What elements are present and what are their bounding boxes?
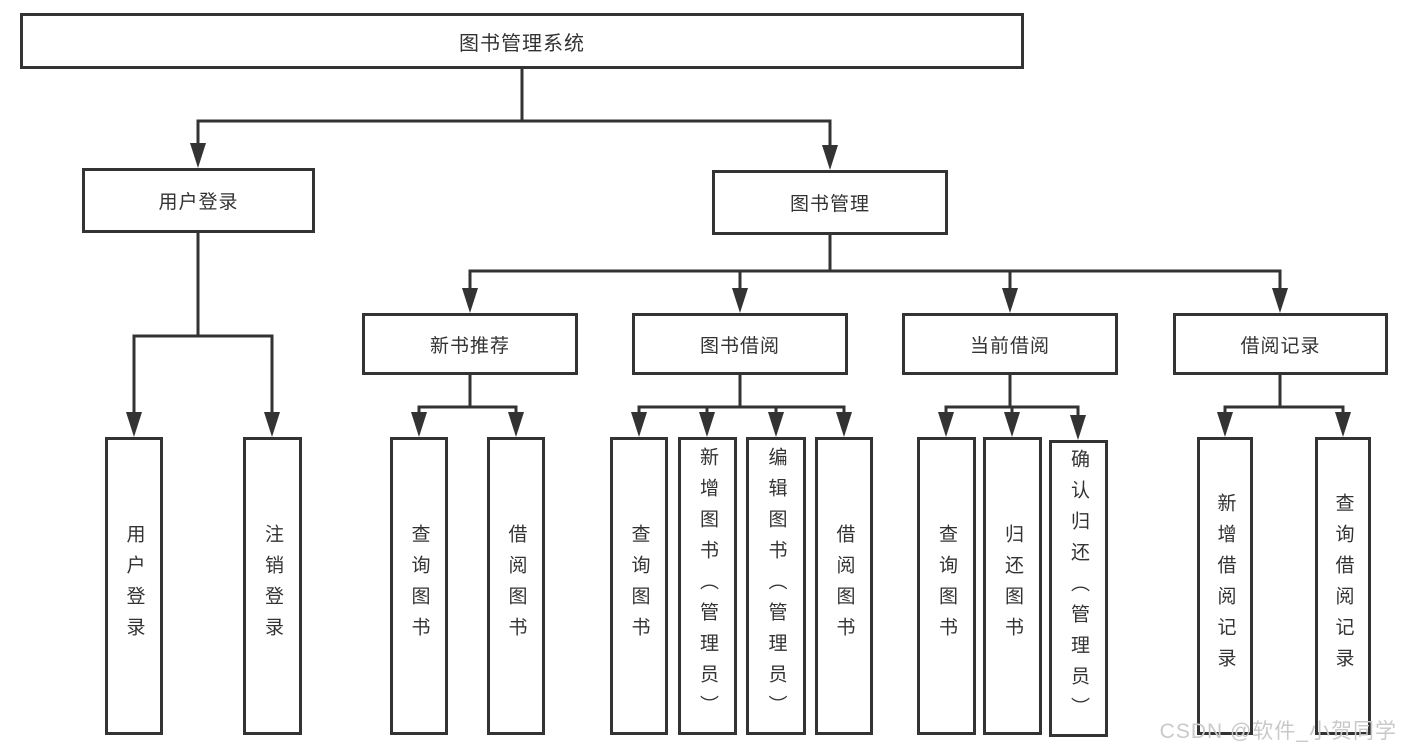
node-book-management: 图书管理: [712, 170, 948, 235]
leaf-query-books-recommend: 查询图书: [390, 437, 448, 735]
leaf-label: 用户登录: [123, 524, 145, 648]
leaf-edit-books-admin: 编辑图书（管理员）: [746, 437, 806, 735]
node-new-book-recommend: 新书推荐: [362, 313, 578, 375]
leaf-label: 查询图书: [628, 524, 650, 648]
leaf-logout: 注销登录: [243, 437, 302, 735]
leaf-borrow-books: 借阅图书: [815, 437, 873, 735]
node-user-login: 用户登录: [82, 168, 315, 233]
node-current-borrow: 当前借阅: [902, 313, 1118, 375]
csdn-watermark: CSDN @软件_小贺同学: [1159, 720, 1397, 743]
leaf-label: 编辑图书（管理员）: [765, 446, 787, 726]
leaf-label: 查询图书: [408, 524, 430, 648]
leaf-query-books-borrow: 查询图书: [610, 437, 668, 735]
leaf-add-borrow-record: 新增借阅记录: [1197, 437, 1253, 735]
leaf-query-borrow-record: 查询借阅记录: [1315, 437, 1371, 735]
leaf-query-books-current: 查询图书: [917, 437, 976, 735]
node-library-management-system: 图书管理系统: [20, 13, 1024, 69]
node-book-borrow: 图书借阅: [632, 313, 848, 375]
leaf-label: 注销登录: [262, 524, 283, 648]
leaf-borrow-books-recommend: 借阅图书: [487, 437, 545, 735]
leaf-label: 确认归还（管理员）: [1068, 449, 1089, 728]
leaf-confirm-return-admin: 确认归还（管理员）: [1049, 440, 1108, 737]
leaf-add-books-admin: 新增图书（管理员）: [678, 437, 737, 735]
leaf-label: 归还图书: [1002, 524, 1023, 648]
leaf-label: 新增图书（管理员）: [697, 446, 718, 726]
leaf-label: 查询图书: [936, 524, 957, 648]
node-borrow-records: 借阅记录: [1173, 313, 1388, 375]
leaf-user-login: 用户登录: [105, 437, 163, 735]
leaf-label: 新增借阅记录: [1214, 493, 1236, 679]
leaf-label: 查询借阅记录: [1332, 493, 1354, 679]
leaf-label: 借阅图书: [505, 524, 527, 648]
leaf-return-books: 归还图书: [983, 437, 1042, 735]
leaf-label: 借阅图书: [833, 524, 855, 648]
